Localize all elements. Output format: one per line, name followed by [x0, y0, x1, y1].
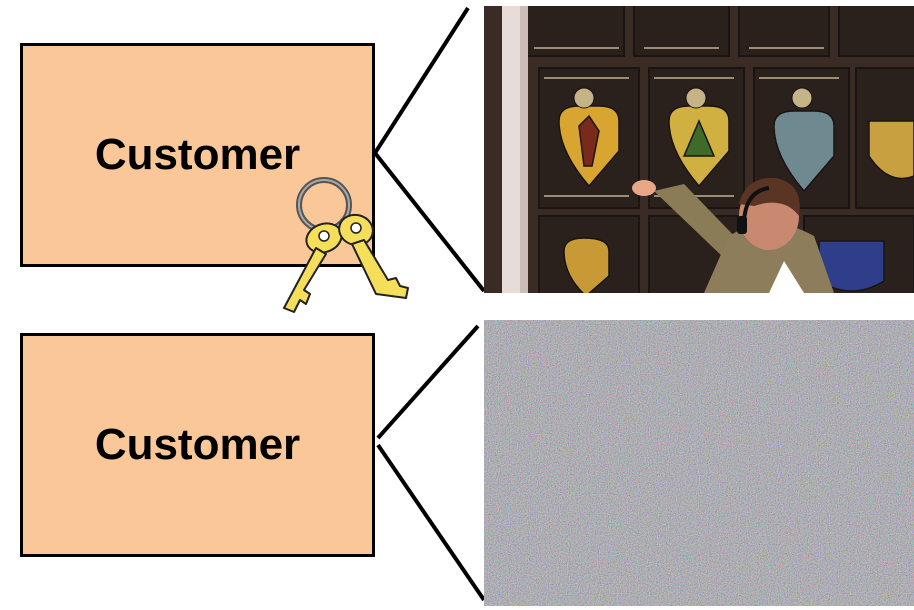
customer-box-authorized: Customer [20, 43, 375, 267]
connector-top-lower [373, 151, 486, 293]
keys-icon [283, 177, 409, 313]
photo-panel [484, 6, 914, 293]
connector-bottom-lower [376, 443, 486, 602]
static-noise-image [484, 320, 914, 606]
customer-label-top: Customer [94, 130, 301, 179]
customer-label-bottom: Customer [94, 420, 301, 469]
connector-top-upper [373, 6, 470, 155]
static-noise-panel [484, 320, 914, 606]
customer-box-unauthorized: Customer [20, 333, 375, 557]
connector-bottom-upper [376, 324, 480, 440]
heraldry-gallery-photo [484, 6, 914, 293]
